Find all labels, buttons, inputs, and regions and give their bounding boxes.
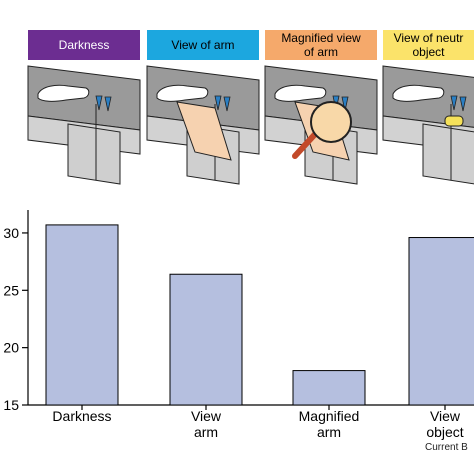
- hand-icon: [274, 84, 327, 102]
- y-tick-label: 25: [3, 282, 19, 298]
- illustration-2: [146, 65, 260, 185]
- panel-label-line: View of neutr: [393, 31, 464, 45]
- marker-icon: [214, 95, 222, 111]
- marker-icon: [459, 96, 467, 112]
- illustration-4: [382, 65, 474, 185]
- hand-icon: [156, 84, 209, 102]
- x-tick-label: arm: [317, 424, 341, 440]
- marker-icon: [223, 96, 231, 112]
- panel-label-line: object: [412, 45, 445, 59]
- bar: [45, 224, 119, 406]
- panel-label-line: of arm: [303, 45, 338, 59]
- illustration-3: [264, 65, 378, 185]
- illustrations: [27, 65, 474, 185]
- credit-text: Current B: [425, 442, 468, 453]
- y-tick-label: 20: [3, 340, 19, 356]
- panel-label-line: View of arm: [171, 38, 235, 52]
- x-tick-label: object: [426, 424, 463, 440]
- panel-label-1: Darkness: [28, 30, 140, 60]
- box: [67, 123, 121, 185]
- magnifier-handle: [292, 129, 320, 159]
- y-tick-label: 15: [3, 397, 19, 413]
- neutral-object: [444, 115, 464, 127]
- marker-icon: [450, 95, 458, 111]
- x-tick-label: Magnified: [299, 408, 360, 424]
- marker-icon: [104, 96, 112, 112]
- panel-label-line: Magnified view: [281, 31, 361, 45]
- x-tick-label: View: [191, 408, 222, 424]
- bar: [292, 370, 366, 406]
- magnifier-icon: [310, 101, 352, 143]
- marker-icon: [341, 96, 349, 112]
- x-tick-label: Darkness: [52, 408, 111, 424]
- x-tick-label: View: [430, 408, 461, 424]
- bar: [408, 237, 474, 406]
- panel-label-2: View of arm: [147, 30, 259, 60]
- y-tick-label: 30: [3, 225, 19, 241]
- bar: [169, 273, 243, 406]
- view-window: [176, 101, 232, 161]
- panel-label-line: Darkness: [58, 38, 110, 52]
- marker-icon: [95, 95, 103, 111]
- box: [422, 123, 474, 185]
- x-tick-label: arm: [194, 424, 218, 440]
- hand-icon: [37, 84, 90, 102]
- illustration-1: [27, 65, 141, 185]
- hand-icon: [392, 84, 445, 102]
